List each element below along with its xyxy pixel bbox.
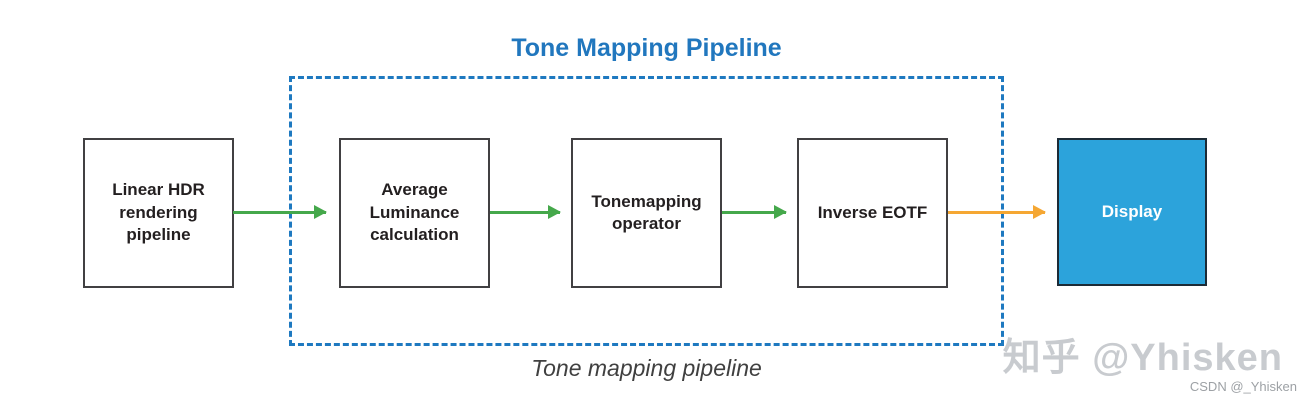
node-linear-hdr-rendering-pipeline: Linear HDR rendering pipeline (83, 138, 234, 288)
arrow-shaft (948, 211, 1045, 214)
flow-arrow-tonemap-to-inverse-eotf (722, 205, 787, 219)
diagram-caption: Tone mapping pipeline (531, 355, 762, 381)
arrow-head-icon (314, 205, 327, 219)
arrow-shaft (722, 211, 786, 214)
arrow-shaft (233, 211, 326, 214)
node-display: Display (1057, 138, 1207, 286)
node-tonemapping-operator: Tonemapping operator (571, 138, 722, 288)
arrow-shaft (490, 211, 560, 214)
flow-arrow-inverse-eotf-to-display (948, 205, 1046, 219)
arrow-head-icon (1033, 205, 1046, 219)
csdn-watermark: CSDN @_Yhisken (1189, 379, 1297, 394)
arrow-head-icon (774, 205, 787, 219)
flow-arrow-avg-luminance-to-tonemap (490, 205, 561, 219)
node-inverse-eotf: Inverse EOTF (797, 138, 948, 288)
arrow-head-icon (548, 205, 561, 219)
flow-arrow-source-to-avg-luminance (233, 205, 327, 219)
diagram-title: Tone Mapping Pipeline (511, 34, 782, 62)
node-average-luminance-calculation: Average Luminance calculation (339, 138, 490, 288)
zhihu-watermark: 知乎 @Yhisken (1002, 337, 1283, 379)
